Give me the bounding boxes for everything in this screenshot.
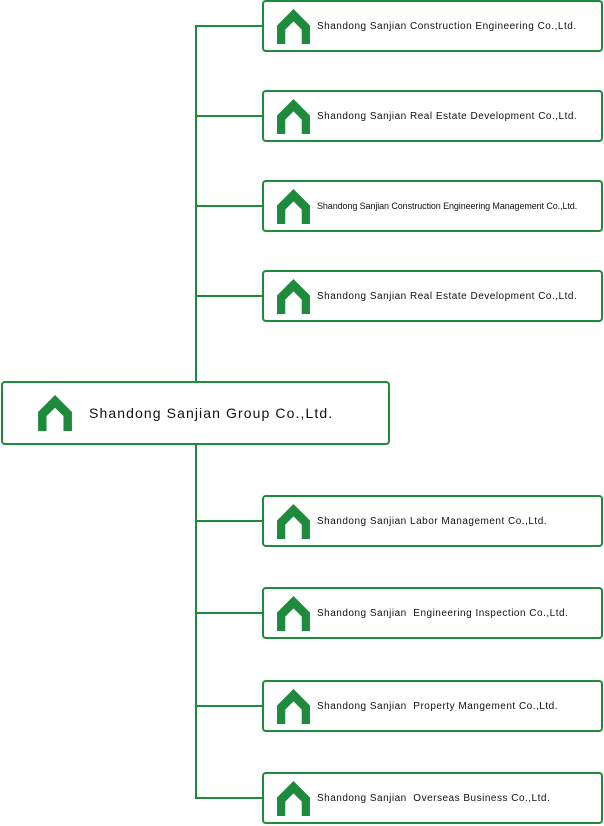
subsidiary-label: Shandong Sanjian Labor Management Co.,Lt… [317, 515, 548, 527]
subsidiary-label: Shandong Sanjian Overseas Business Co.,L… [317, 792, 551, 804]
subsidiary-label: Shandong Sanjian Construction Engineerin… [317, 201, 578, 211]
subsidiary-node: Shandong Sanjian Engineering Inspection … [262, 587, 603, 639]
root-company-node: Shandong Sanjian Group Co.,Ltd. [1, 381, 390, 445]
subsidiary-node: Shandong Sanjian Construction Engineerin… [262, 180, 603, 232]
sanjian-logo-icon [38, 395, 72, 431]
subsidiary-node: Shandong Sanjian Overseas Business Co.,L… [262, 772, 603, 824]
subsidiary-node: Shandong Sanjian Labor Management Co.,Lt… [262, 495, 603, 547]
subsidiary-label: Shandong Sanjian Property Mangement Co.,… [317, 700, 558, 712]
subsidiary-label: Shandong Sanjian Real Estate Development… [317, 110, 578, 122]
sanjian-logo-icon [277, 688, 310, 724]
root-company-label: Shandong Sanjian Group Co.,Ltd. [89, 405, 334, 421]
subsidiary-label: Shandong Sanjian Engineering Inspection … [317, 607, 569, 619]
sanjian-logo-icon [277, 780, 310, 816]
sanjian-logo-icon [277, 278, 310, 314]
subsidiary-label: Shandong Sanjian Construction Engineerin… [317, 20, 577, 32]
subsidiary-node: Shandong Sanjian Real Estate Development… [262, 270, 603, 322]
sanjian-logo-icon [277, 98, 310, 134]
sanjian-logo-icon [277, 595, 310, 631]
subsidiary-label: Shandong Sanjian Real Estate Development… [317, 290, 578, 302]
subsidiary-node: Shandong Sanjian Property Mangement Co.,… [262, 680, 603, 732]
sanjian-logo-icon [277, 8, 310, 44]
subsidiary-node: Shandong Sanjian Real Estate Development… [262, 90, 603, 142]
sanjian-logo-icon [277, 503, 310, 539]
subsidiary-node: Shandong Sanjian Construction Engineerin… [262, 0, 603, 52]
sanjian-logo-icon [277, 188, 310, 224]
